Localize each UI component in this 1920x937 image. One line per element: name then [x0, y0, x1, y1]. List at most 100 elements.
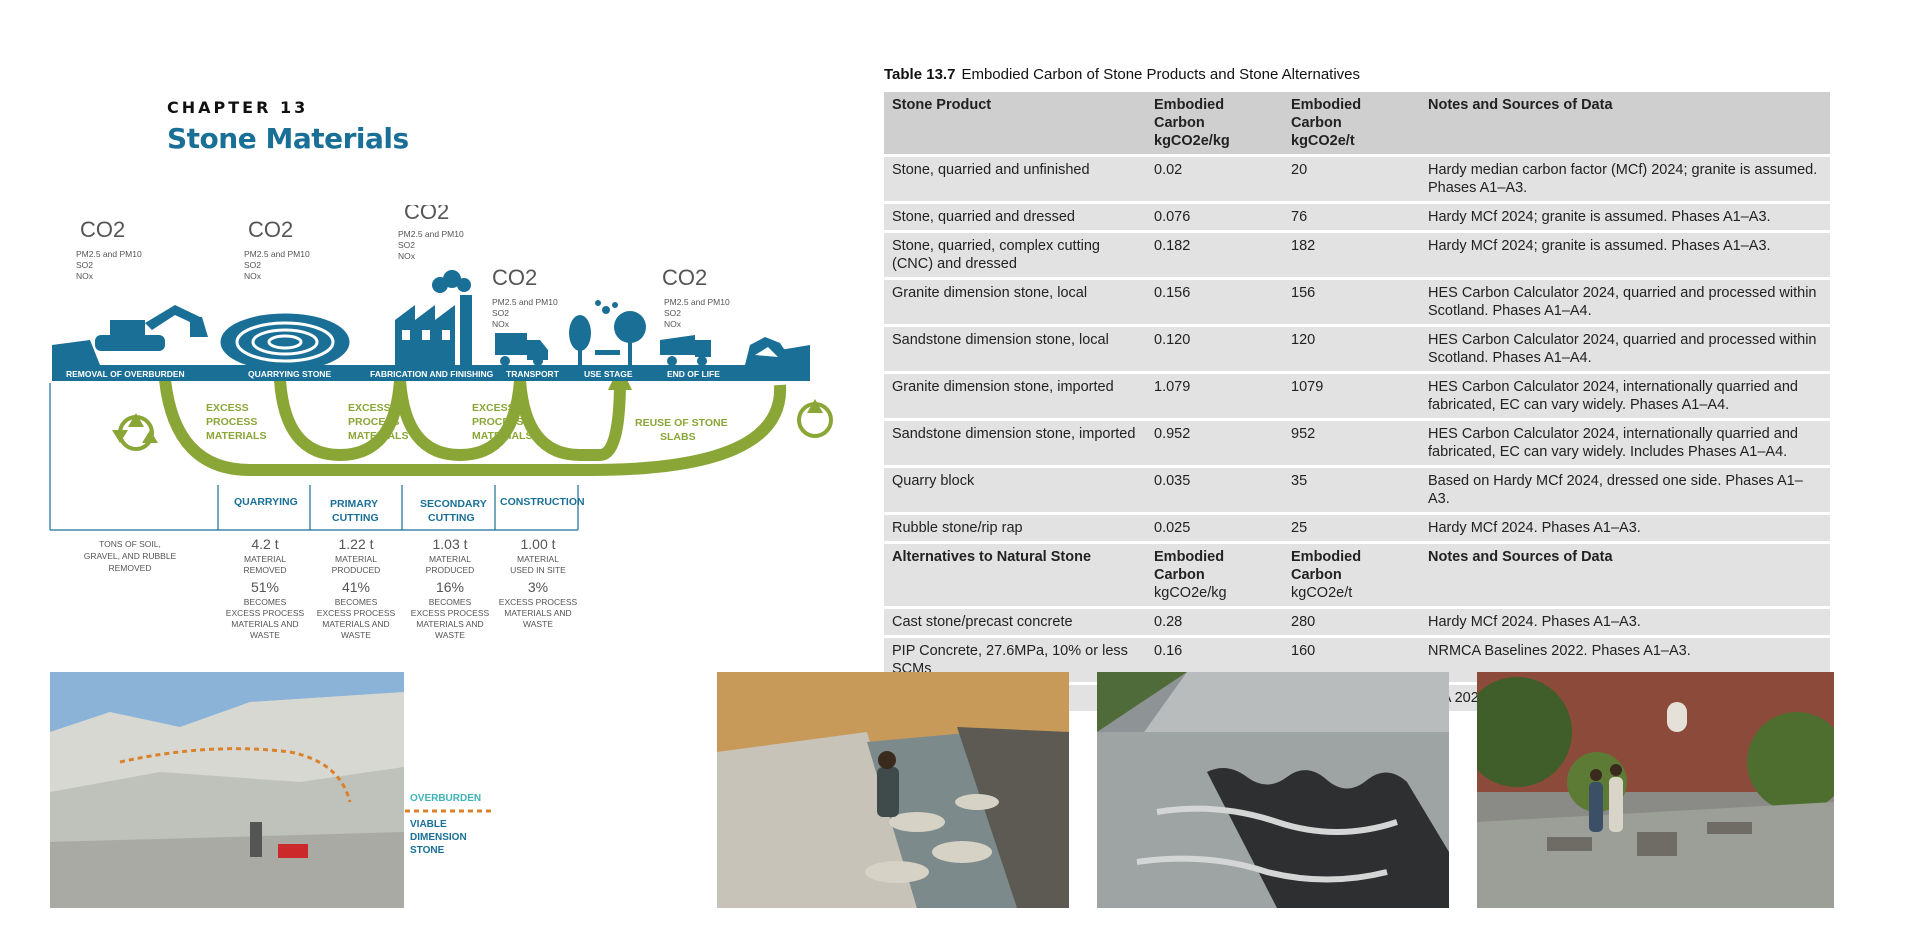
header-notes: Notes and Sources of Data — [1420, 92, 1830, 154]
co2-label: CO2 — [80, 217, 125, 242]
emission-detail: PM2.5 and PM10 — [492, 297, 558, 307]
cell-ec-t: 35 — [1283, 468, 1420, 512]
stat-value: 1.00 t — [520, 536, 555, 552]
stat-detail: BECOMES — [244, 597, 287, 607]
stage-brackets — [49, 383, 579, 531]
cell-ec-kg: 0.035 — [1146, 468, 1283, 512]
loop-label-line: SLABS — [660, 431, 696, 443]
emission-detail: NOx — [492, 319, 510, 329]
stat-detail: GRAVEL, AND RUBBLE — [84, 551, 177, 561]
loop-label-3: EXCESS PROCESS MATERIALS — [472, 402, 532, 442]
stat-detail: MATERIALS AND — [231, 619, 298, 629]
quarry-pit-icon — [220, 313, 350, 371]
cell-notes: Based on Hardy MCf 2024, dressed one sid… — [1420, 468, 1830, 512]
cell-ec-t: 20 — [1283, 157, 1420, 201]
material-loops — [159, 379, 787, 476]
stat-detail: USED IN SITE — [510, 565, 566, 575]
subheader-unit: kgCO2e/kg — [1154, 585, 1227, 601]
stat-value: 1.03 t — [432, 536, 467, 552]
cell-ec-t: 156 — [1283, 280, 1420, 324]
stat-detail: MATERIALS AND — [416, 619, 483, 629]
stat-detail: MATERIAL — [517, 554, 559, 564]
stage-label: CUTTING — [332, 512, 379, 524]
stat-percent: 51% — [251, 579, 279, 595]
quarry-photo — [50, 672, 404, 908]
table-number: Table 13.7 — [884, 66, 956, 83]
subheader-text: Embodied Carbon — [1291, 549, 1362, 583]
header-text: Embodied Carbon — [1291, 97, 1362, 131]
emission-detail: PM2.5 and PM10 — [76, 249, 142, 259]
header-text: Embodied Carbon — [1154, 97, 1225, 131]
band-label: END OF LIFE — [667, 369, 720, 379]
subheader-text: Embodied Carbon — [1154, 549, 1225, 583]
emission-detail: PM2.5 and PM10 — [244, 249, 310, 259]
cell-product: Sandstone dimension stone, local — [884, 327, 1146, 371]
emission-detail: PM2.5 and PM10 — [398, 229, 464, 239]
cell-ec-kg: 0.02 — [1146, 157, 1283, 201]
stage-label: CUTTING — [428, 512, 475, 524]
stat-value: 1.22 t — [338, 536, 373, 552]
subheader-ec-kg: Embodied Carbon kgCO2e/kg — [1146, 544, 1283, 606]
loop-label-line: PROCESS — [348, 416, 399, 428]
cell-product: Quarry block — [884, 468, 1146, 512]
stat-detail: REMOVED — [244, 565, 287, 575]
loop-label-line: EXCESS — [348, 402, 391, 414]
stat-detail: PRODUCED — [426, 565, 475, 575]
viable-stone-line: STONE — [410, 845, 445, 856]
cell-product: Stone, quarried and dressed — [884, 204, 1146, 230]
cell-product: Cast stone/precast concrete — [884, 609, 1146, 635]
factory-icon — [395, 270, 472, 365]
stat-detail: TONS OF SOIL, — [99, 539, 161, 549]
stat-detail: EXCESS PROCESS — [499, 597, 578, 607]
subheader-notes: Notes and Sources of Data — [1420, 544, 1830, 606]
table-title: Embodied Carbon of Stone Products and St… — [961, 66, 1361, 83]
band-label: REMOVAL OF OVERBURDEN — [66, 369, 185, 379]
stat-detail: BECOMES — [429, 597, 472, 607]
stage-label: PRIMARY — [330, 498, 378, 510]
cell-notes: HES Carbon Calculator 2024, quarried and… — [1420, 327, 1830, 371]
stat-detail: MATERIAL — [429, 554, 471, 564]
band-label: FABRICATION AND FINISHING — [370, 369, 494, 379]
stone-lifecycle-infographic: CO2 PM2.5 and PM10 SO2 NOx CO2 PM2.5 and… — [49, 205, 833, 640]
subheader-unit: kgCO2e/t — [1291, 585, 1353, 601]
co2-label: CO2 — [492, 265, 537, 290]
loop-label-line: MATERIALS — [206, 430, 266, 442]
subheader-alternatives: Alternatives to Natural Stone — [884, 544, 1146, 606]
rubble-icon — [745, 337, 788, 365]
overburden-label: OVERBURDEN — [410, 793, 482, 804]
granite-channel-photo — [1097, 672, 1449, 908]
stat-percent: 16% — [436, 579, 464, 595]
emission-detail: SO2 — [398, 240, 415, 250]
stat-overburden: TONS OF SOIL, GRAVEL, AND RUBBLE REMOVED — [84, 539, 177, 573]
cell-ec-kg: 1.079 — [1146, 374, 1283, 418]
chapter-title: Stone Materials — [167, 122, 409, 155]
cell-ec-kg: 0.28 — [1146, 609, 1283, 635]
emission-detail: NOx — [244, 271, 262, 281]
cell-product: Sandstone dimension stone, imported — [884, 421, 1146, 465]
co2-label: CO2 — [404, 205, 449, 224]
cell-notes: Hardy median carbon factor (MCf) 2024; g… — [1420, 157, 1830, 201]
cell-ec-kg: 0.025 — [1146, 515, 1283, 541]
cell-notes: Hardy MCf 2024; granite is assumed. Phas… — [1420, 233, 1830, 277]
loop-label-line: EXCESS — [206, 402, 249, 414]
loop-label-line: MATERIALS — [348, 430, 408, 442]
stat-value: 4.2 t — [251, 536, 278, 552]
emission-detail: SO2 — [76, 260, 93, 270]
emission-detail: SO2 — [664, 308, 681, 318]
stat-primary-cutting: 1.22 t MATERIAL PRODUCED 41% BECOMES EXC… — [317, 536, 396, 640]
alternatives-subheader: Alternatives to Natural Stone Embodied C… — [884, 544, 1830, 606]
cell-notes: Hardy MCf 2024. Phases A1–A3. — [1420, 515, 1830, 541]
loop-label-1: EXCESS PROCESS MATERIALS — [206, 402, 266, 442]
overburden-leader-line — [405, 809, 493, 813]
cell-notes: Hardy MCf 2024; granite is assumed. Phas… — [1420, 204, 1830, 230]
band-label: TRANSPORT — [506, 369, 560, 379]
